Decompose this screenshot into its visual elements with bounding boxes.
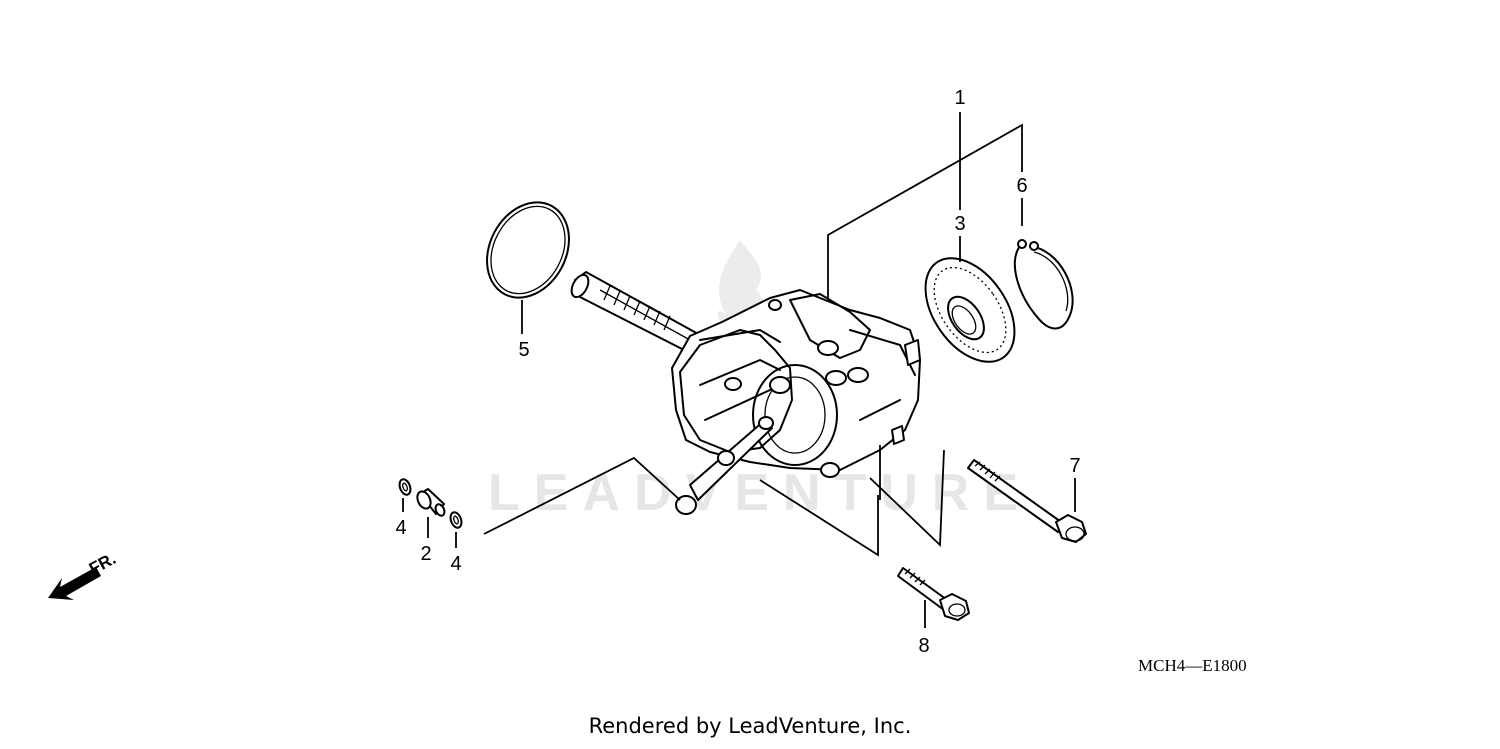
- flange-bolt-long[interactable]: [967, 459, 1087, 543]
- drain-plug[interactable]: [415, 488, 446, 517]
- callout-6: 6: [1016, 175, 1027, 197]
- diagram-code: MCH4—E1800: [1138, 656, 1247, 675]
- callout-4-right: 4: [450, 553, 461, 575]
- final-drive-case[interactable]: [671, 289, 921, 515]
- circlip[interactable]: [1013, 239, 1074, 330]
- callout-8: 8: [918, 635, 929, 657]
- front-arrow-icon: [48, 567, 101, 600]
- front-direction-indicator: FR.: [48, 549, 119, 600]
- callout-1: 1: [954, 87, 965, 109]
- callout-7: 7: [1069, 455, 1080, 477]
- bearing[interactable]: [907, 242, 1033, 378]
- callout-4-left: 4: [395, 517, 406, 539]
- callout-5: 5: [518, 339, 529, 361]
- o-ring[interactable]: [471, 188, 585, 312]
- washer-right[interactable]: [449, 511, 464, 529]
- callout-3: 3: [954, 213, 965, 235]
- output-shaft[interactable]: [568, 271, 701, 353]
- watermark: LEADVENTURE: [488, 240, 1032, 522]
- leader-lines: [402, 112, 1076, 628]
- washer-left[interactable]: [398, 478, 413, 496]
- callout-2: 2: [420, 543, 431, 565]
- footer-credit: Rendered by LeadVenture, Inc.: [588, 714, 912, 738]
- watermark-text: LEADVENTURE: [488, 464, 1032, 522]
- flange-bolt-short[interactable]: [897, 567, 970, 621]
